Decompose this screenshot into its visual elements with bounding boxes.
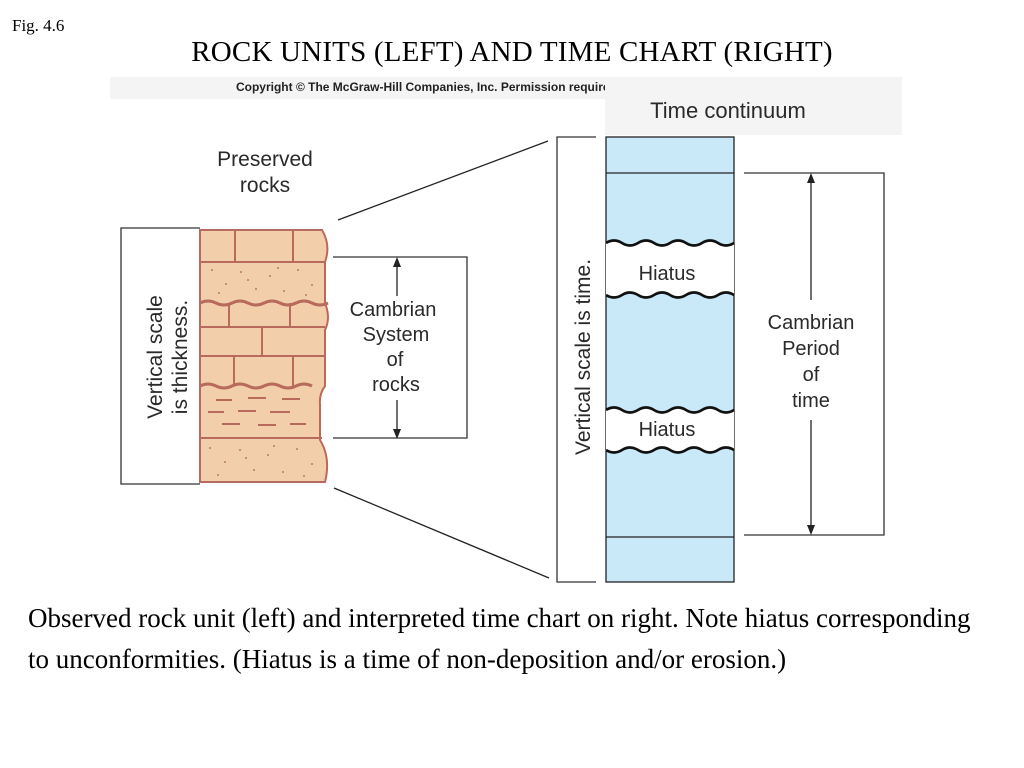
- hiatus-lower-bottom-line: [605, 446, 735, 454]
- time-column-body: [605, 136, 735, 583]
- hiatus-upper-bottom-line: [605, 291, 735, 299]
- hiatus-upper-gap: [606, 240, 734, 298]
- time-scale-label: Vertical scale is time.: [572, 259, 595, 455]
- system-label-line4: rocks: [372, 374, 420, 396]
- period-label-line1: Cambrian: [768, 312, 855, 334]
- system-label-line3: of: [387, 349, 404, 371]
- system-label-line2: System: [363, 324, 430, 346]
- connector-lower: [333, 487, 550, 579]
- hiatus-lower-label: Hiatus: [639, 419, 696, 441]
- system-bracket: [333, 256, 468, 439]
- thickness-label-line1: Vertical scale: [144, 295, 167, 419]
- rock-time-diagram: Time continuum Preserved rocks Vertical …: [120, 77, 902, 583]
- time-scale-bracket: [556, 136, 596, 583]
- period-label-line4: time: [792, 390, 830, 412]
- shale-dashes: [208, 397, 306, 426]
- hiatus-upper-top-line: [605, 239, 735, 247]
- period-label-line3: of: [803, 364, 820, 386]
- figure-caption: Observed rock unit (left) and interprete…: [28, 603, 971, 674]
- period-label-bg: [752, 303, 870, 419]
- hiatus-lower-gap: [606, 407, 734, 453]
- time-continuum-heading: Time continuum: [650, 98, 806, 123]
- figure-label: Fig. 4.6: [12, 16, 65, 35]
- system-label-line1: Cambrian: [350, 299, 437, 321]
- thickness-bracket: [120, 227, 200, 485]
- preserved-heading-line1: Preserved: [217, 148, 313, 171]
- preserved-heading-line2: rocks: [240, 174, 290, 197]
- rock-unconformity-upper: [199, 299, 329, 307]
- time-heading-bg: [605, 77, 902, 135]
- sandstone-dots: [209, 267, 313, 477]
- hiatus-lower-top-line: [605, 406, 735, 414]
- hiatus-upper-label: Hiatus: [639, 263, 696, 285]
- rock-unconformity-lower: [199, 382, 313, 390]
- period-label-line2: Period: [782, 338, 840, 360]
- time-column: Hiatus Hiatus: [605, 136, 735, 583]
- connector-upper: [337, 140, 549, 221]
- page-title: ROCK UNITS (LEFT) AND TIME CHART (RIGHT): [191, 36, 833, 68]
- thickness-label-line2: is thickness.: [169, 300, 192, 414]
- rock-column: [199, 229, 329, 483]
